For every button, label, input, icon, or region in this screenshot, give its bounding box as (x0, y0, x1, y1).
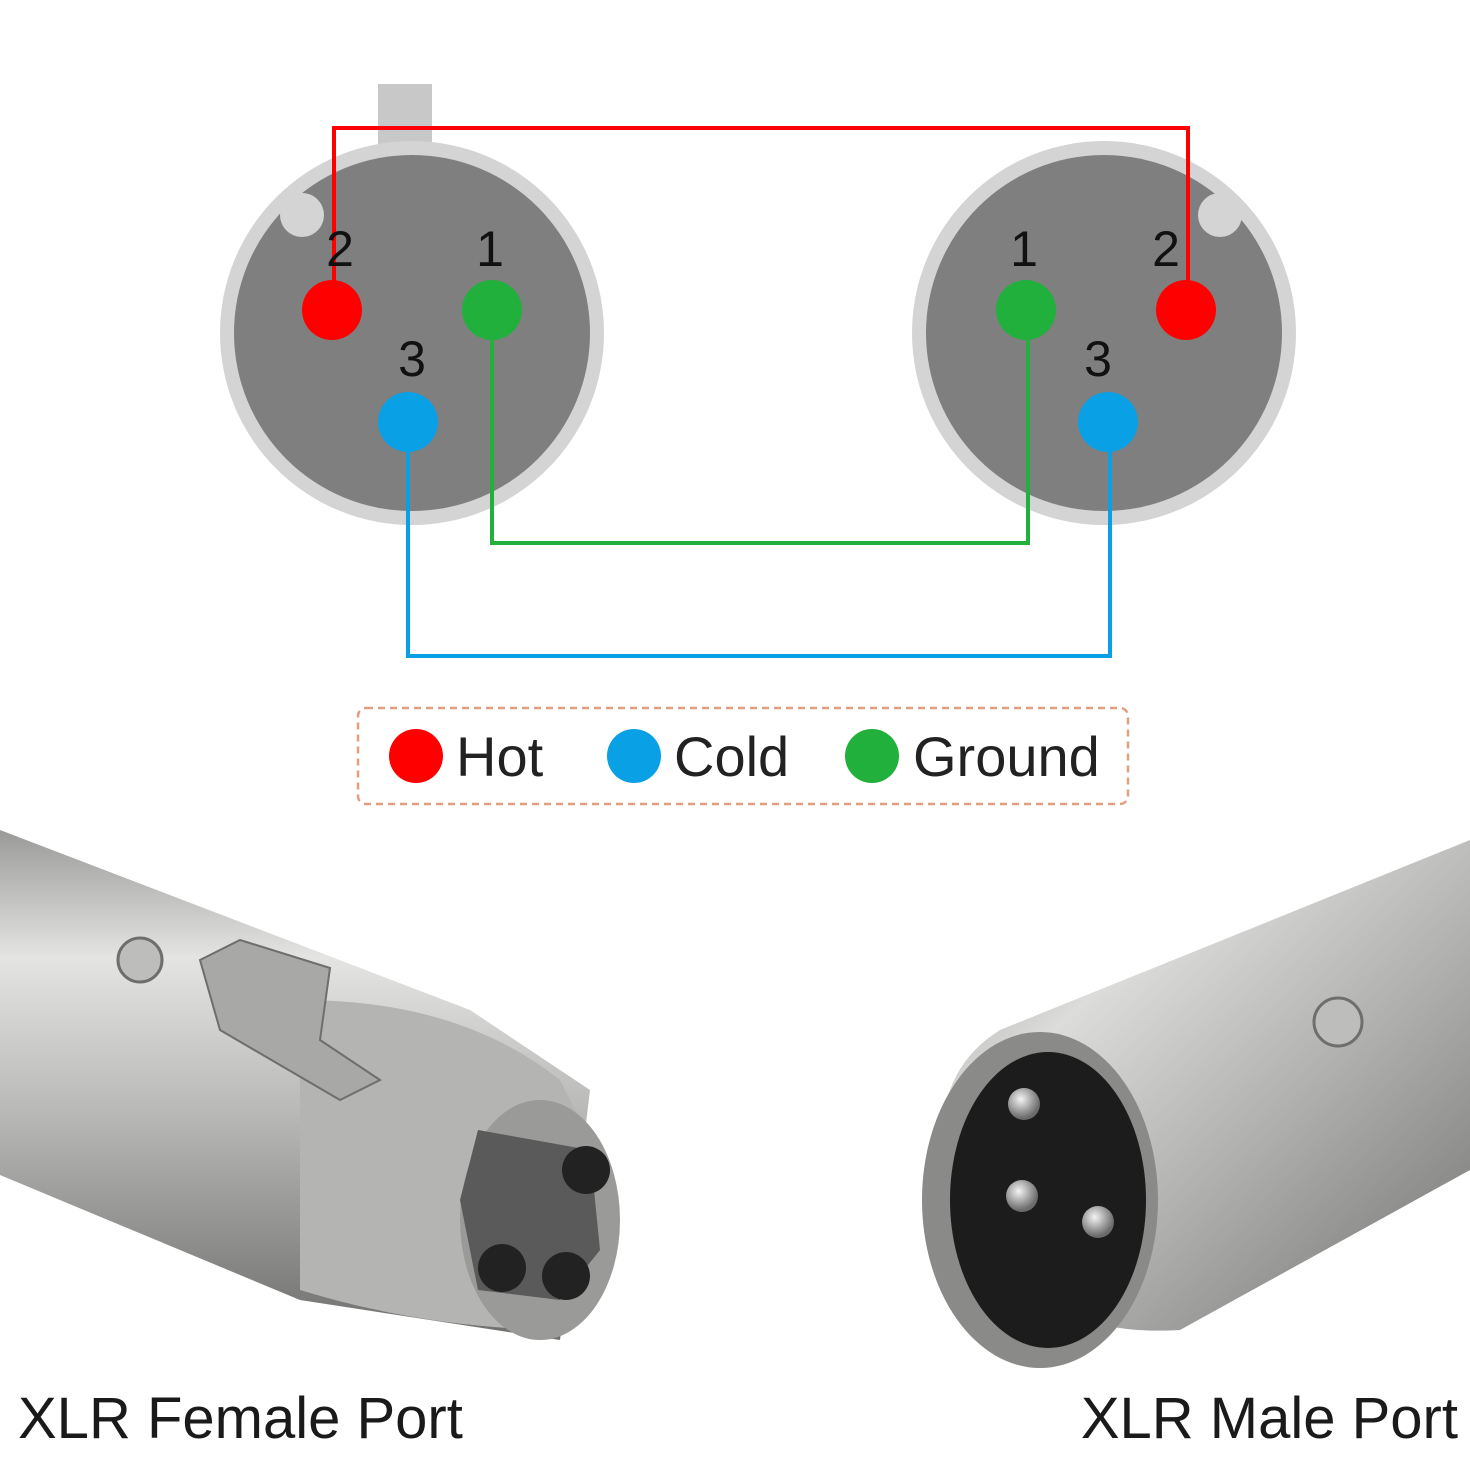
female-connector-face (220, 84, 604, 525)
male-screw-icon (1312, 996, 1364, 1048)
male-pin-2-label: 2 (1152, 221, 1180, 277)
male-key-notch (1198, 193, 1242, 237)
female-pin-2-label: 2 (326, 221, 354, 277)
female-key-notch (280, 193, 324, 237)
male-pin-3-cold (1078, 392, 1138, 452)
female-pin-3-cold (378, 392, 438, 452)
hot-wire (332, 126, 1190, 310)
male-face (926, 155, 1282, 511)
male-plug-cavity (950, 1052, 1146, 1348)
legend-hot-label: Hot (456, 725, 544, 788)
legend-ground-swatch (845, 729, 899, 783)
female-pin-3-label: 3 (398, 331, 426, 387)
female-port-caption: XLR Female Port (18, 1386, 463, 1451)
legend-cold-label: Cold (674, 725, 789, 788)
female-socket-hole-1 (562, 1146, 610, 1194)
female-pin-1-ground (462, 280, 522, 340)
female-pin-1-label: 1 (476, 221, 504, 277)
legend-cold-swatch (607, 729, 661, 783)
legend: Hot Cold Ground (356, 706, 1130, 806)
male-xlr-plug-image (922, 840, 1470, 1368)
legend-ground-label: Ground (913, 725, 1100, 788)
male-connector-face (912, 141, 1296, 525)
female-pin-2-hot (302, 280, 362, 340)
male-pin-1-ground (996, 280, 1056, 340)
male-pin-1-label: 1 (1010, 221, 1038, 277)
male-pin-2-icon (1006, 1180, 1038, 1212)
male-pin-3-label: 3 (1084, 331, 1112, 387)
legend-border (356, 706, 1130, 806)
male-pin-1-icon (1008, 1088, 1040, 1120)
ground-wire (490, 310, 1030, 545)
female-xlr-plug-image (0, 830, 620, 1340)
cold-wire (406, 422, 1112, 658)
female-face (234, 155, 590, 511)
male-port-caption: XLR Male Port (1080, 1386, 1458, 1451)
female-socket-hole-2 (478, 1244, 526, 1292)
female-socket-hole-3 (542, 1252, 590, 1300)
male-pin-2-hot (1156, 280, 1216, 340)
male-pin-3-icon (1082, 1206, 1114, 1238)
female-latch-button (198, 938, 382, 1102)
legend-hot-swatch (389, 729, 443, 783)
female-screw-icon (116, 936, 164, 984)
